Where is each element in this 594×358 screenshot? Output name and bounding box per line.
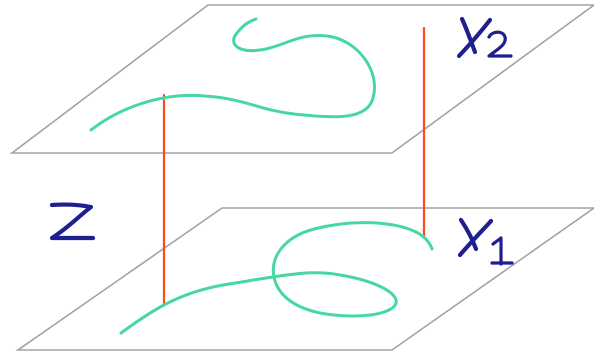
top-plane-outline xyxy=(9,4,594,154)
top-plane-label-x2 xyxy=(456,16,513,59)
curves xyxy=(89,17,434,335)
x2-subscript-two xyxy=(487,30,513,58)
x2-stroke-a xyxy=(459,16,478,55)
bottom-curve xyxy=(119,221,434,335)
top-plane xyxy=(9,4,594,154)
x1-stroke-b xyxy=(457,218,494,258)
bottom-plane-outline xyxy=(15,207,594,351)
x1-stroke-a xyxy=(458,217,479,252)
x2-stroke-b xyxy=(456,17,493,59)
left-label-z xyxy=(49,202,96,241)
bottom-plane xyxy=(15,207,594,351)
x1-subscript-one xyxy=(491,236,503,266)
z-letter xyxy=(49,202,96,241)
top-curve xyxy=(89,17,376,132)
bottom-plane-label-x1 xyxy=(457,217,514,266)
vertical-connectors xyxy=(162,26,426,307)
